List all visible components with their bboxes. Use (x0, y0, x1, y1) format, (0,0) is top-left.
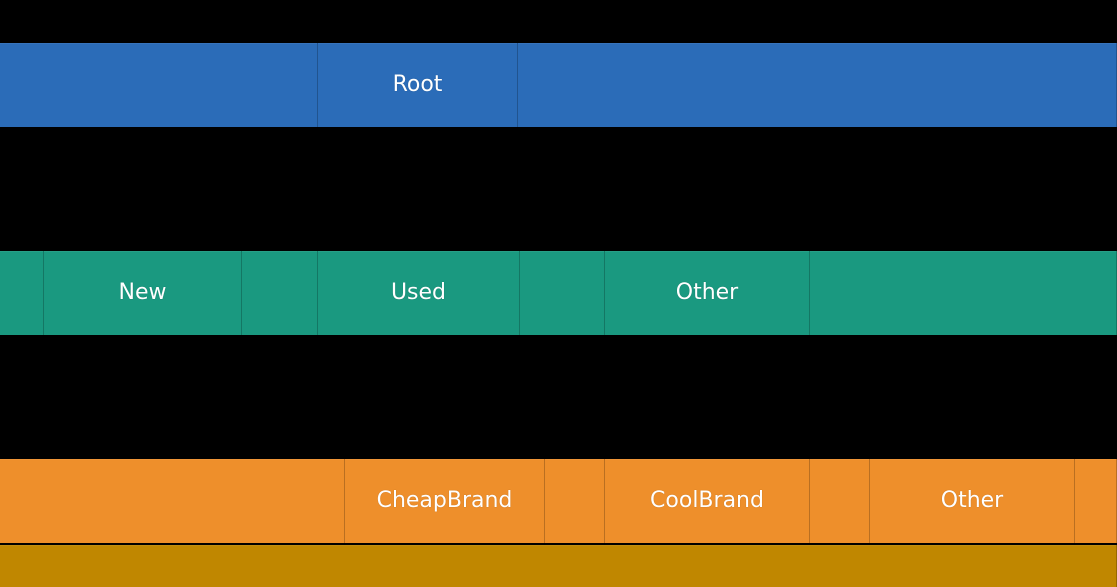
icicle-node-condition-0[interactable] (0, 251, 44, 335)
icicle-node-brand-4[interactable] (810, 459, 870, 543)
icicle-node-condition-4[interactable] (520, 251, 605, 335)
icicle-node-coolbrand[interactable]: CoolBrand (605, 459, 810, 543)
icicle-node-leaf-0[interactable] (0, 545, 1117, 587)
icicle-node-other[interactable]: Other (870, 459, 1075, 543)
icicle-node-label: New (118, 280, 167, 305)
icicle-node-root-2[interactable] (518, 43, 1117, 127)
icicle-node-root[interactable]: Root (318, 43, 518, 127)
icicle-node-label: Root (392, 72, 443, 97)
icicle-node-cheapbrand[interactable]: CheapBrand (345, 459, 545, 543)
icicle-node-brand-2[interactable] (545, 459, 605, 543)
icicle-node-label: CoolBrand (650, 488, 764, 513)
icicle-node-label: Used (390, 280, 447, 305)
icicle-node-label: Other (675, 280, 739, 305)
icicle-node-root-0[interactable] (0, 43, 318, 127)
icicle-node-new[interactable]: New (44, 251, 242, 335)
icicle-node-label: Other (940, 488, 1004, 513)
icicle-node-brand-0[interactable] (0, 459, 345, 543)
icicle-node-brand-6[interactable] (1075, 459, 1117, 543)
icicle-node-used[interactable]: Used (318, 251, 520, 335)
icicle-node-condition-6[interactable] (810, 251, 1117, 335)
icicle-node-label: CheapBrand (376, 488, 513, 513)
icicle-node-other[interactable]: Other (605, 251, 810, 335)
icicle-node-condition-2[interactable] (242, 251, 318, 335)
